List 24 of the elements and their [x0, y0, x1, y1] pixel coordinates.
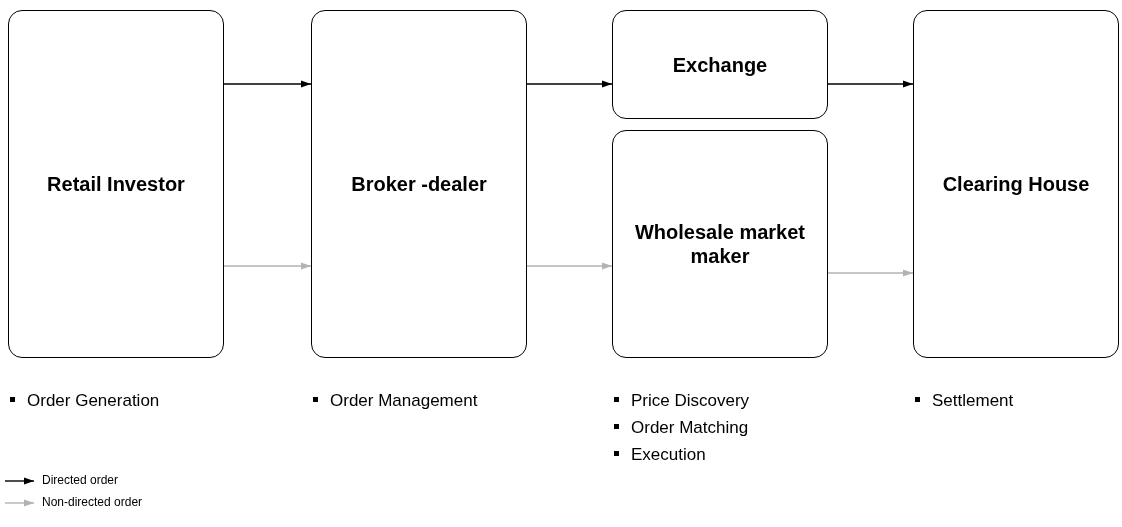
node-title: Retail Investor	[46, 172, 186, 196]
arrow	[223, 262, 312, 270]
process-box	[612, 130, 828, 358]
bullet-item: Settlement	[915, 387, 1014, 414]
arrow	[526, 262, 613, 270]
arrow	[526, 80, 613, 88]
node-title: Wholesale market maker	[633, 220, 807, 268]
process-box	[8, 10, 224, 358]
process-box	[311, 10, 527, 358]
arrow	[223, 80, 312, 88]
bullet-item: Price Discovery	[614, 387, 750, 414]
arrow	[827, 269, 914, 277]
bullet-item: Execution	[614, 441, 750, 468]
node-title: Clearing House	[941, 172, 1091, 196]
node-title: Broker -dealer	[350, 172, 488, 196]
bullet-item: Order Matching	[614, 414, 750, 441]
arrow	[827, 80, 914, 88]
bullet-item: Order Generation	[10, 387, 160, 414]
legend-label: Non-directed order	[42, 495, 143, 509]
legend-label: Directed order	[42, 473, 119, 487]
process-box	[612, 10, 828, 119]
bullet-item: Order Management	[313, 387, 478, 414]
node-title: Exchange	[671, 52, 769, 77]
process-box	[913, 10, 1119, 358]
